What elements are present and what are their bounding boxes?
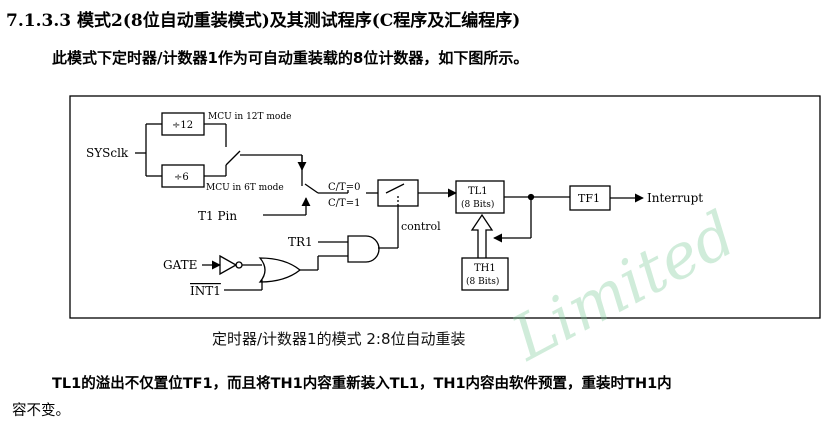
mcu12t-label: MCU in 12T mode (208, 112, 291, 122)
interrupt-label: Interrupt (647, 191, 703, 205)
t1pin-label: T1 Pin (198, 209, 237, 223)
body-line-1: TL1的溢出不仅置位TF1，而且将TH1内容重新装入TL1，TH1内容由软件预置… (52, 376, 672, 392)
ct0-label: C/T=0 (328, 182, 360, 193)
sysclk-label: SYSclk (86, 146, 129, 160)
int1-label: INT1 (190, 284, 221, 298)
gate-label: GATE (163, 258, 197, 272)
ct1-label: C/T=1 (328, 198, 360, 209)
th1-name: TH1 (474, 263, 496, 274)
control-switch (377, 179, 419, 207)
mcu6t-label: MCU in 6T mode (206, 183, 284, 193)
figure-caption: 定时器/计数器1的模式 2:8位自动重装 (212, 330, 466, 348)
reload-arrow (470, 213, 494, 258)
and-gate (347, 235, 380, 263)
section-heading: 7.1.3.3 模式2(8位自动重装模式)及其测试程序(C程序及汇编程序) (6, 11, 521, 31)
or-gate (258, 257, 302, 283)
th1-register (461, 257, 509, 291)
tl1-bits: (8 Bits) (461, 199, 494, 210)
diagram-frame (69, 95, 821, 319)
control-label: control (401, 220, 441, 233)
ct-switch-blade (304, 183, 319, 194)
intro-paragraph: 此模式下定时器/计数器1作为可自动重装载的8位计数器，如下图所示。 (52, 49, 529, 67)
not-gate (219, 254, 238, 276)
tf1-label: TF1 (578, 192, 600, 205)
tl1-name: TL1 (468, 186, 488, 197)
body-line-2: 容不变。 (12, 403, 70, 419)
div12-label: ÷12 (172, 120, 193, 131)
clock-select-switch (225, 150, 241, 166)
th1-bits: (8 Bits) (466, 276, 499, 287)
div6-label: ÷6 (174, 172, 189, 183)
tr1-label: TR1 (288, 235, 313, 249)
